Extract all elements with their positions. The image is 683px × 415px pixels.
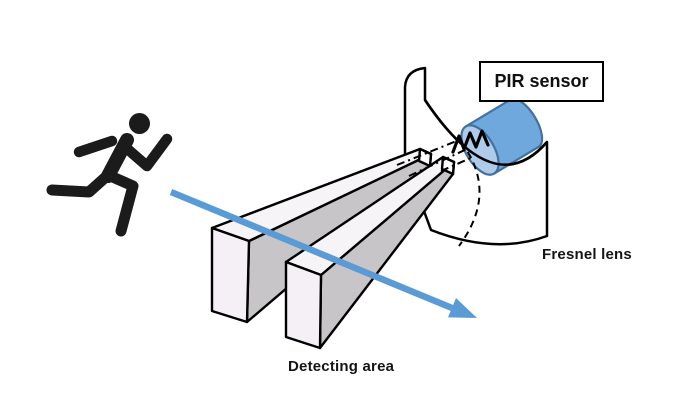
running-person-icon (46, 113, 173, 237)
beam-end-face (284, 260, 323, 350)
focus-ray-lines (396, 139, 481, 247)
pir-sensor-label-box: PIR sensor (479, 61, 604, 102)
detecting-area-label: Detecting area (288, 358, 395, 375)
lens-rim-edge (423, 99, 548, 166)
detection-beam-front (284, 155, 456, 350)
beam-end-face (210, 226, 251, 324)
pir-sensor-label: PIR sensor (494, 71, 589, 91)
motion-arrow-icon (169, 188, 477, 318)
sensor-element-zigzag (451, 129, 490, 154)
fresnel-lens-label: Fresnel lens (542, 246, 632, 263)
